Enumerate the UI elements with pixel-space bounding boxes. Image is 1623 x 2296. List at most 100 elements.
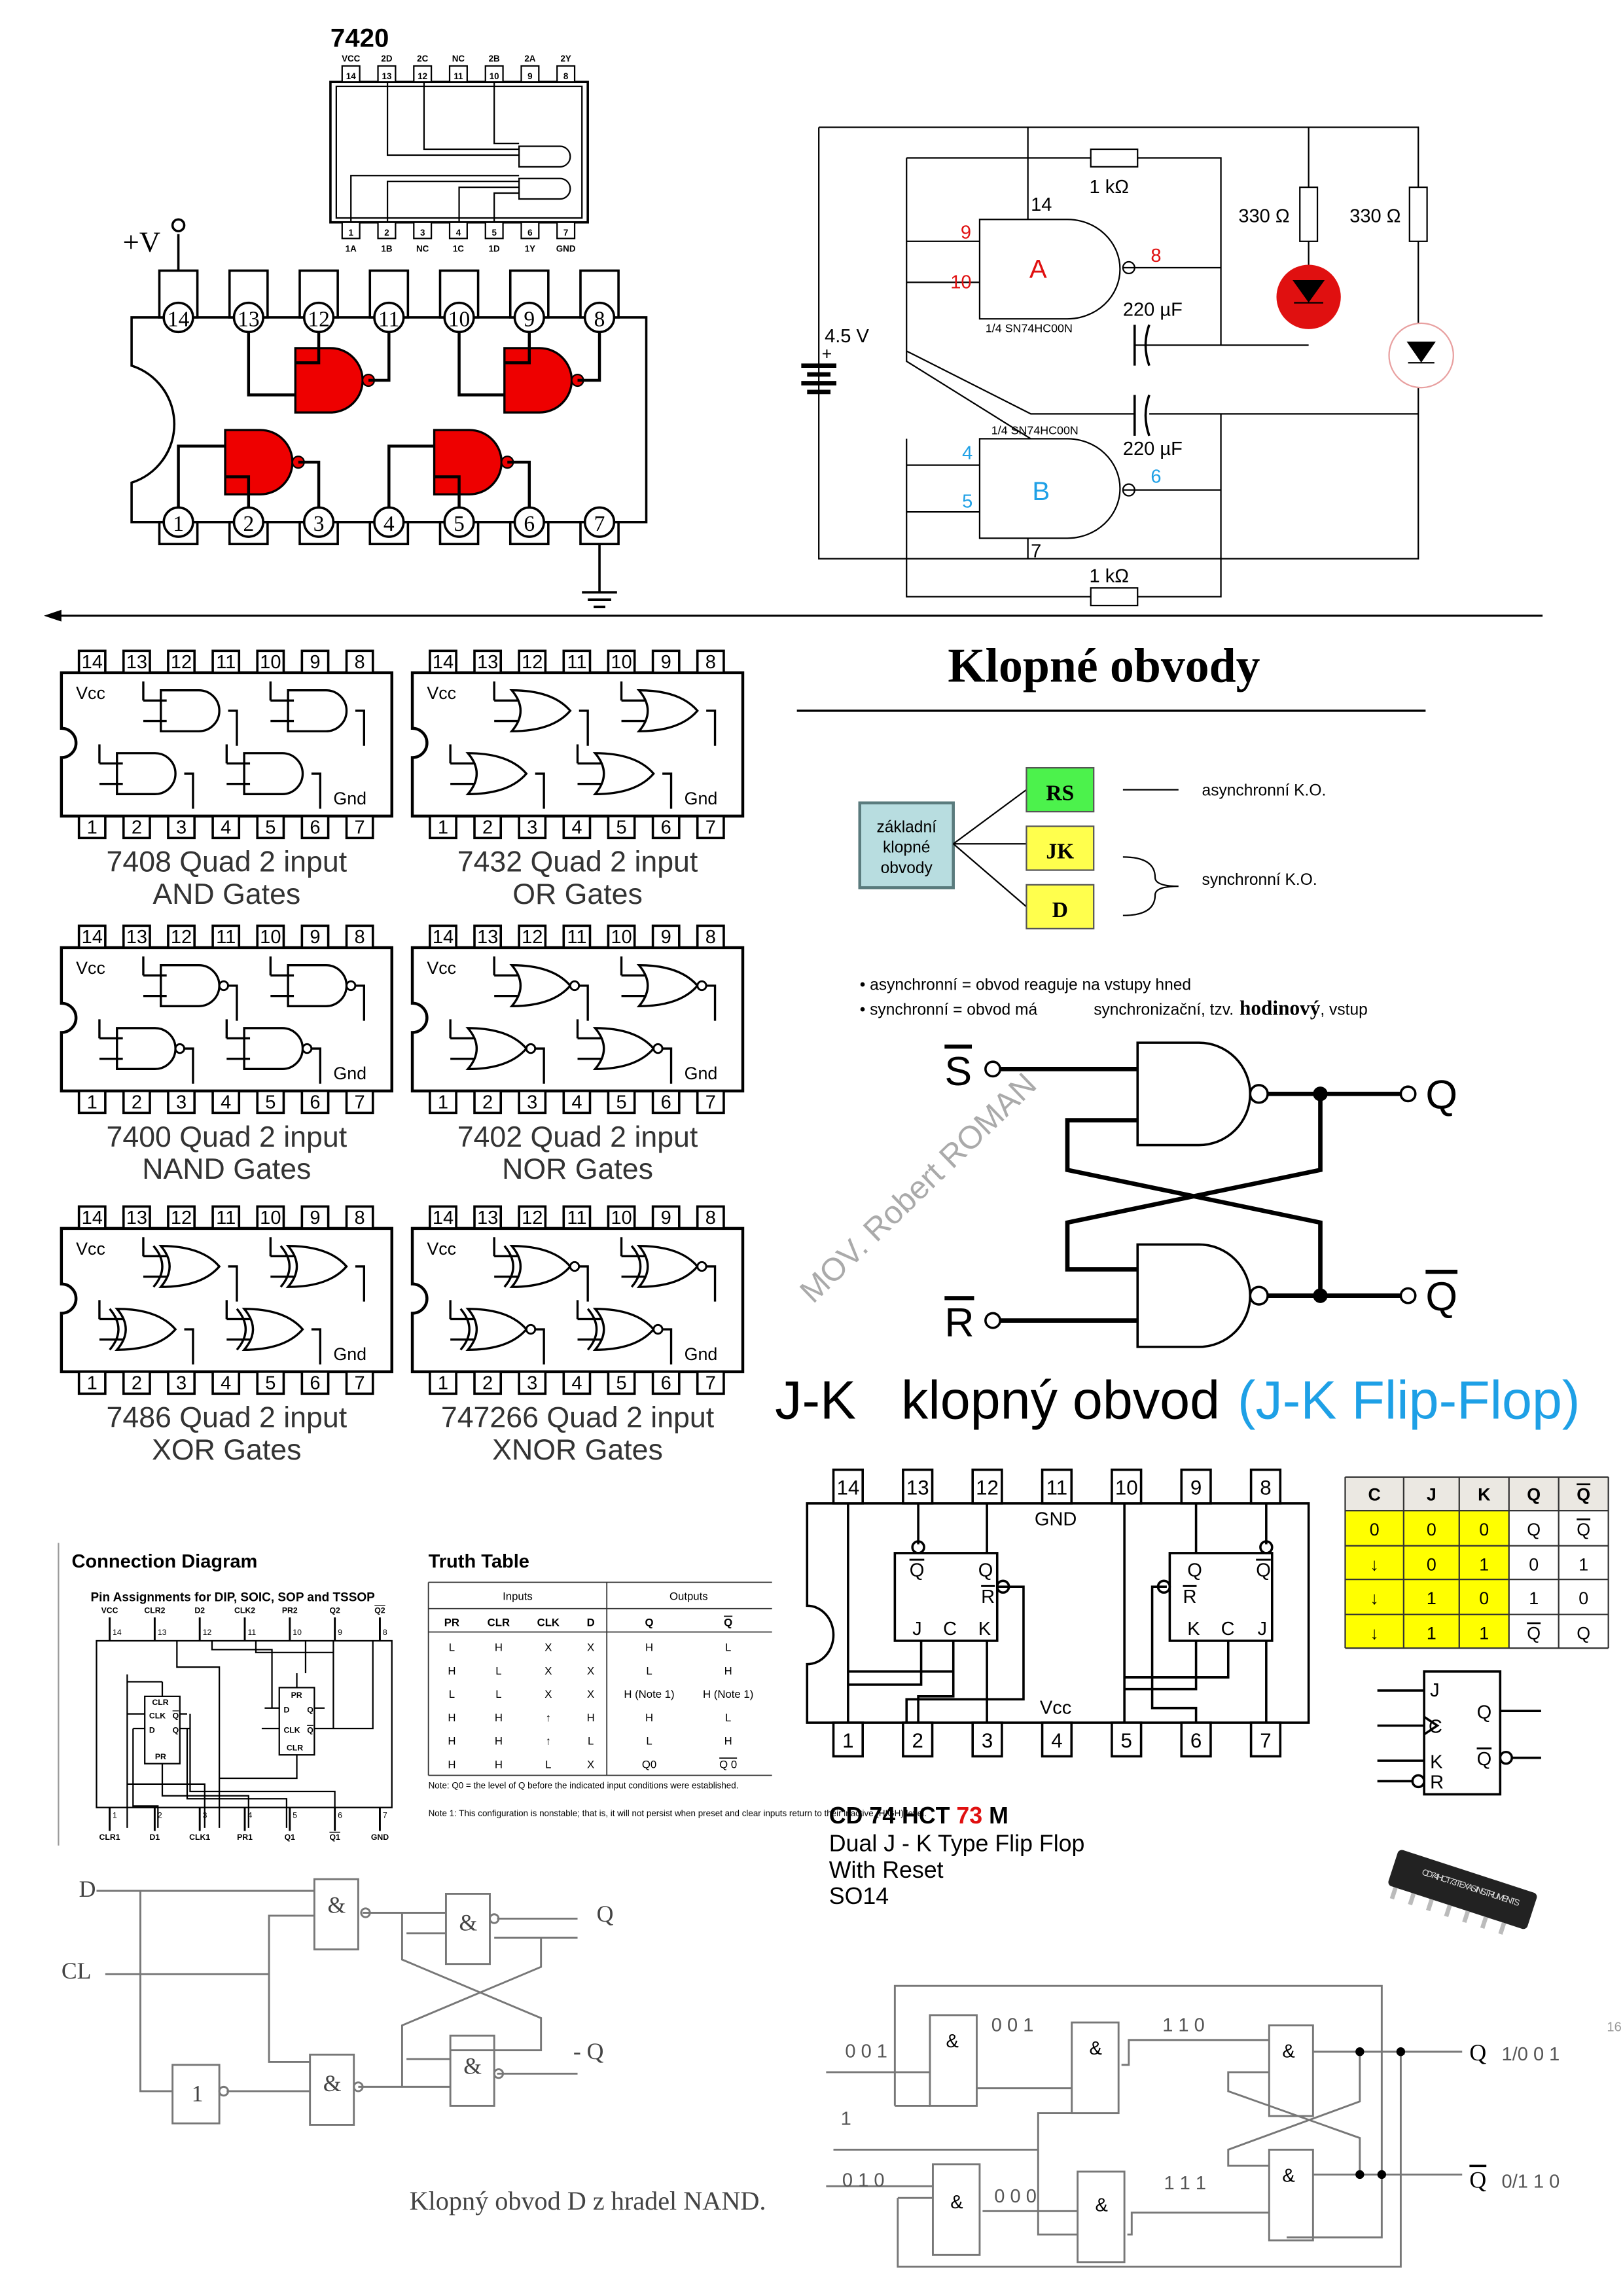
gate-ic-bottom-pin: [77, 815, 107, 840]
gate-ic-bottom-pin: [473, 815, 503, 840]
note-sync-c: hodinový: [1240, 997, 1321, 1020]
ds-table-cell: H: [645, 1712, 653, 1724]
gate-ic-top-pin-number: 9: [310, 652, 320, 673]
gate-ic-top-pin-number: 10: [611, 1208, 632, 1229]
gate-ic-caption1: 7400 Quad 2 input: [107, 1121, 348, 1153]
gate-ic-bottom-pin: [256, 1090, 285, 1115]
gate-ic-bottom-pin-number: 1: [87, 817, 98, 838]
rs-qn-label: Q: [1425, 1274, 1457, 1319]
jk-state-circuit: 0 0 1 1 0 1 0 0 0 1 1 1 0 0 0 0 1 1 1 & …: [826, 1984, 1622, 2268]
gate-ic-top-pin-number: 9: [310, 927, 320, 948]
capacitor2-label: 220 µF: [1123, 439, 1183, 459]
gate-symbol: [503, 1245, 572, 1288]
jk-table-cell: 1: [1479, 1624, 1489, 1643]
cd73-ff1: [893, 1552, 999, 1642]
gate-ic-top-pin-number: 8: [705, 1208, 716, 1229]
cd73-top-pin: [1041, 1468, 1073, 1505]
ic-7420-top-pin: [448, 65, 468, 83]
gate-ic-top-pin-number: 9: [661, 927, 671, 948]
d-box[interactable]: [1026, 884, 1095, 929]
state-in-mid: 1: [841, 2108, 851, 2129]
ic-7400-top-pin-number: 10: [448, 307, 471, 331]
led-diode-symbol-2: [1406, 341, 1436, 364]
gate-symbol-bubble: [569, 1261, 580, 1272]
d-flipflop-diagram: D CL 1 & & & & Q - Q Klopný obvod D z hr…: [62, 1876, 766, 2215]
gate-ic-bottom-pin: [211, 815, 241, 840]
resistor-top-label: 1 kΩ: [1090, 177, 1129, 198]
ic-7420-bottom-pin-number: 2: [384, 228, 389, 238]
truth-table-title: Truth Table: [429, 1551, 529, 1572]
dff-gate1: [313, 1878, 359, 1950]
ds-outputs-header: Outputs: [669, 1590, 708, 1602]
dff-inverter-label: 1: [192, 2081, 204, 2107]
state-gate1: [929, 2014, 978, 2107]
ic-7420-bottom-pin-label: 1A: [346, 243, 357, 253]
gate-ic-caption1: 747266 Quad 2 input: [441, 1402, 715, 1434]
gate-ic-bottom-pin: [518, 1371, 547, 1395]
gate-ic-top-pin: [651, 924, 681, 949]
gate-ic-bottom-pin-number: 7: [705, 1373, 716, 1394]
rs-latch-diagram: S R Q Q MOV. Robert ROMAN: [793, 1041, 1457, 1348]
ds-table-cell: ↑: [546, 1712, 551, 1724]
ds-top-label: Q2: [329, 1605, 340, 1615]
gate-ic-top-pin: [77, 1205, 107, 1230]
astable-multivibrator-circuit: 1 kΩ 1 kΩ 330 Ω 330 Ω A B 1/4 SN74HC00N …: [801, 126, 1454, 607]
ic-7420-bottom-pin: [377, 221, 397, 240]
gate-symbol: [636, 964, 699, 1007]
ic-7420-bottom-pin-label: 1Y: [525, 243, 535, 253]
ds-bottom-label: CLK1: [189, 1833, 210, 1842]
gate-symbol: [243, 1027, 304, 1071]
ds-ff-labels: CLR CLK D PR Q Q PR D CLK CLR Q Q: [149, 1691, 313, 1761]
gate-ic-top-pin-number: 14: [82, 652, 103, 673]
rs-box[interactable]: [1026, 766, 1095, 813]
ds-bottom-label: CLR1: [99, 1833, 120, 1842]
gate-ic-top-pin: [256, 649, 285, 674]
gate-ic-bottom-pin: [696, 815, 725, 840]
ic-7420-top-pin-number: 14: [346, 71, 356, 81]
cd73-vcc: Vcc: [1040, 1698, 1071, 1719]
state-node4: [1377, 2170, 1387, 2179]
gate-symbol: [509, 964, 572, 1007]
state-n-bot2: 1 1 1: [1164, 2173, 1206, 2194]
ic-7420-gates: [518, 145, 571, 200]
jk-table-header: Q: [1527, 1484, 1541, 1504]
cd73-bubble4: [1156, 1579, 1171, 1594]
ds-ic-body: [96, 1640, 393, 1808]
ic-7420-bottom-pin-number: 4: [456, 228, 461, 238]
gate-ic-top-pin: [473, 1205, 503, 1230]
ds-top-label: Q2: [374, 1605, 385, 1615]
battery-icon: [801, 363, 836, 395]
gate-ic-top-pin-number: 12: [171, 652, 192, 673]
dff-gate2-label: &: [323, 2070, 342, 2096]
ff1-pr: PR: [155, 1752, 166, 1761]
gate-ic-top-pin-number: 8: [705, 652, 716, 673]
jk-heading-blue: (J-K Flip-Flop): [1238, 1369, 1580, 1430]
gate-b: [978, 438, 1121, 539]
ic-7400-bottom-pin-number: 6: [524, 512, 535, 536]
gate-symbol: [509, 689, 572, 732]
gate-symbol-bubble: [525, 1043, 537, 1054]
resistor-led1: [1299, 186, 1319, 242]
ds-top-pin: 13: [158, 1628, 167, 1637]
ic-7420-bottom-pin-label: GND: [556, 243, 576, 253]
ds-table-cell: H: [587, 1712, 595, 1724]
gate-ic-top-pin-number: 12: [522, 927, 543, 948]
ic-7420-top-pin: [484, 65, 504, 83]
jk-table-header: J: [1427, 1484, 1436, 1504]
ds-table-cell: ↑: [546, 1735, 551, 1748]
jk-table-cell: Q: [1527, 1624, 1541, 1643]
ic-7420-top-pin-label: VCC: [342, 54, 361, 63]
rs-bubble-bottom: [1249, 1285, 1269, 1306]
jk-box[interactable]: [1026, 825, 1095, 871]
ic-7420-top-pin: [413, 65, 433, 83]
state-gate6-label: &: [1282, 2166, 1294, 2187]
jk-qn: Q: [1477, 1749, 1492, 1770]
gate-ic-bottom-pin: [607, 1090, 636, 1115]
jk-c: C: [1429, 1717, 1442, 1738]
